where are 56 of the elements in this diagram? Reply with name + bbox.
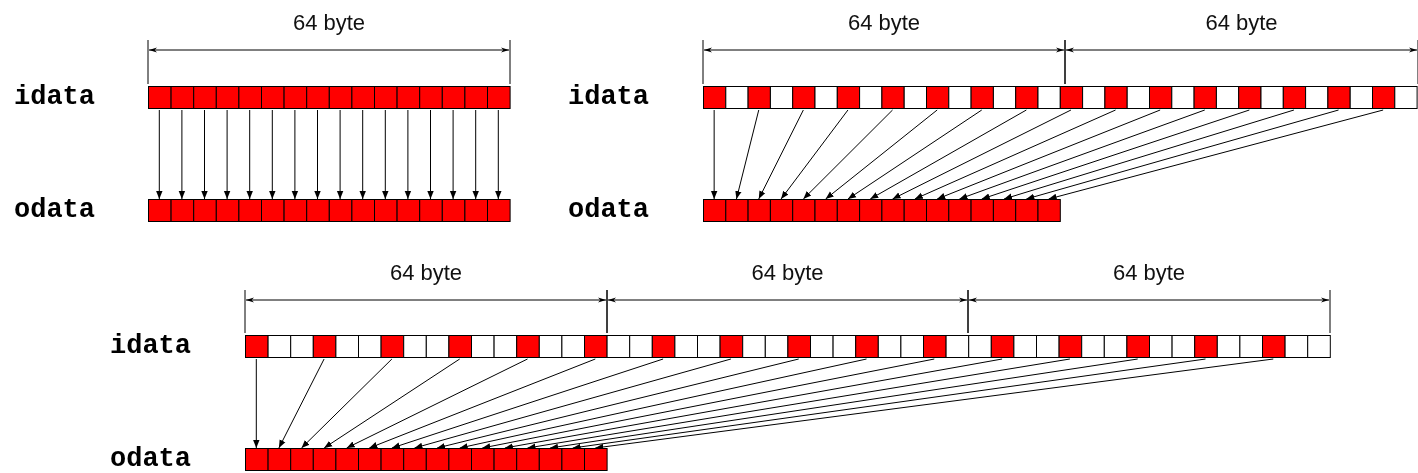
arrow: [825, 109, 938, 200]
arrow: [936, 109, 1161, 200]
dimension-label: 64 byte: [847, 10, 921, 36]
arrow: [253, 358, 260, 449]
dimension-label: 64 byte: [751, 260, 824, 286]
arrow: [1003, 109, 1295, 200]
row-label: idata: [110, 335, 191, 358]
arrow: [323, 358, 461, 449]
arrow: [427, 109, 434, 200]
arrow: [246, 109, 253, 200]
arrow: [382, 109, 389, 200]
arrow: [495, 109, 502, 200]
dimension-label: 64 byte: [389, 260, 463, 286]
arrow: [758, 109, 804, 200]
arrow: [368, 358, 596, 449]
row-label: idata: [568, 86, 649, 109]
arrow: [735, 109, 760, 200]
arrow: [981, 109, 1250, 200]
row-label: odata: [110, 448, 191, 471]
arrow: [346, 358, 528, 449]
arrow: [359, 109, 366, 200]
arrow: [449, 109, 457, 200]
arrow: [404, 109, 412, 200]
arrow: [301, 358, 393, 449]
arrow: [201, 109, 208, 200]
arrow: [892, 109, 1072, 200]
arrow: [914, 109, 1117, 200]
arrow: [336, 109, 344, 200]
arrow: [391, 358, 664, 449]
arrow: [1048, 109, 1384, 201]
arrow: [958, 109, 1206, 200]
arrow: [802, 109, 894, 200]
arrow: [178, 109, 186, 200]
dimension-label: 64 byte: [1205, 10, 1278, 36]
arrow: [869, 109, 1027, 200]
arrow: [278, 358, 325, 449]
arrow: [436, 358, 800, 450]
row-label: odata: [568, 199, 649, 222]
row-label: idata: [14, 86, 95, 109]
arrow: [223, 109, 231, 200]
arrow: [472, 109, 479, 200]
dimension-label: 64 byte: [292, 10, 366, 36]
arrow: [291, 109, 299, 200]
arrow: [269, 109, 276, 200]
row-label: odata: [14, 199, 95, 222]
arrow: [1025, 109, 1340, 200]
arrow: [481, 358, 935, 450]
arrow: [780, 109, 849, 200]
arrow: [459, 358, 867, 450]
dimension-label: 64 byte: [1112, 260, 1186, 286]
arrow: [156, 109, 163, 200]
arrow: [504, 358, 1003, 450]
arrow: [414, 358, 732, 449]
arrow: [847, 109, 983, 200]
arrow: [314, 109, 321, 200]
arrow: [710, 109, 718, 200]
